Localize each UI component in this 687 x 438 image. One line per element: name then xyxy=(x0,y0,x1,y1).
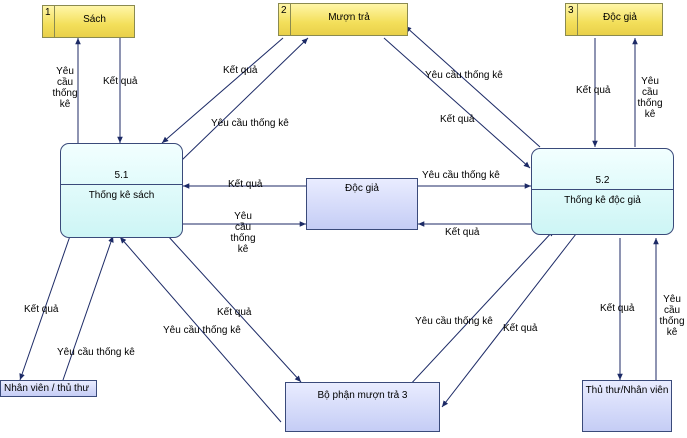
flow-label-tt-result: Kết quả xyxy=(600,303,635,314)
store-name: Mượn trả xyxy=(328,12,370,23)
flow-label-sach-result: Kết quả xyxy=(103,76,138,87)
flow-label-docgia-store-result: Kết quả xyxy=(576,85,611,96)
process-divider xyxy=(532,189,673,190)
flow-label-tt-request: Yêu cầu thống kê xyxy=(659,294,685,338)
arrow-nv-to-51-request xyxy=(62,235,114,381)
process-id: 5.2 xyxy=(595,175,610,186)
flow-label-docgia-store-request: Yêu cầu thống kê xyxy=(637,76,663,120)
flow-label-bp-request-52: Yêu cầu thống kê xyxy=(415,316,493,327)
flow-label-docgia-result-51: Kết quả xyxy=(228,179,263,190)
process-name: Thống kê sách xyxy=(88,190,155,201)
store-name: Độc giả xyxy=(603,12,637,23)
arrow-51-to-muontra-request xyxy=(181,37,309,161)
entity-name: Thủ thư/Nhân viên xyxy=(585,385,669,396)
entity-name: Độc giả xyxy=(345,183,379,194)
data-store-doc-gia[interactable]: 3 Độc giả xyxy=(565,3,663,36)
entity-name: Nhân viên / thủ thư xyxy=(4,383,90,394)
flow-label-muontra-request-52: Yêu cầu thống kê xyxy=(425,70,503,81)
data-store-sach[interactable]: 1 Sách xyxy=(42,5,135,38)
store-number: 1 xyxy=(43,6,55,37)
arrow-bp-to-51-request xyxy=(119,236,282,423)
process-thong-ke-sach[interactable]: 5.1 Thống kê sách xyxy=(60,143,183,238)
process-divider xyxy=(61,184,182,185)
flow-label-bp-request-51: Yêu cầu thống kê xyxy=(163,325,241,336)
arrow-51-to-bp-result xyxy=(167,235,302,383)
flow-label-docgia-result-52: Kết quả xyxy=(445,227,480,238)
flow-label-nv-request: Yêu cầu thống kê xyxy=(57,347,135,358)
flow-label-bp-result-51: Kết quả xyxy=(217,307,252,318)
flow-label-muontra-result-52: Kết quả xyxy=(440,114,475,125)
flow-label-docgia-request-52: Yêu cầu thống kê xyxy=(422,170,500,181)
arrow-52-to-muontra-request xyxy=(404,25,541,148)
flow-label-sach-request: Yêu cầu thống kê xyxy=(52,66,78,110)
process-name: Thống kê độc giả xyxy=(564,195,641,206)
store-number: 2 xyxy=(279,4,291,35)
arrow-bp-to-52-request xyxy=(407,229,555,388)
arrow-51-to-nv-result xyxy=(19,235,71,381)
entity-thu-thu-nhan-vien[interactable]: Thủ thư/Nhân viên xyxy=(582,380,672,432)
store-name: Sách xyxy=(83,14,106,25)
arrow-muontra-to-52-result xyxy=(383,37,531,169)
entity-bo-phan-muon-tra[interactable]: Bộ phận mượn trả 3 xyxy=(285,382,440,432)
data-store-muon-tra[interactable]: 2 Mượn trả xyxy=(278,3,408,36)
flow-label-bp-result-52: Kết quả xyxy=(503,323,538,334)
flow-label-muontra-request-51: Yêu cầu thống kê xyxy=(211,118,289,129)
arrow-muontra-to-51-result xyxy=(161,37,284,144)
entity-nhan-vien-thu-thu[interactable]: Nhân viên / thủ thư xyxy=(0,380,97,397)
flow-label-muontra-result-51: Kết quả xyxy=(223,65,258,76)
store-number: 3 xyxy=(566,4,578,35)
process-thong-ke-doc-gia[interactable]: 5.2 Thống kê độc giả xyxy=(531,148,674,235)
process-id: 5.1 xyxy=(114,170,129,181)
flow-label-docgia-request-51: Yêu cầu thống kê xyxy=(230,211,256,255)
arrow-52-to-bp-result xyxy=(441,233,577,408)
entity-doc-gia[interactable]: Độc giả xyxy=(306,178,418,230)
flow-label-nv-result: Kết quả xyxy=(24,304,59,315)
entity-name: Bộ phận mượn trả 3 xyxy=(317,390,408,401)
